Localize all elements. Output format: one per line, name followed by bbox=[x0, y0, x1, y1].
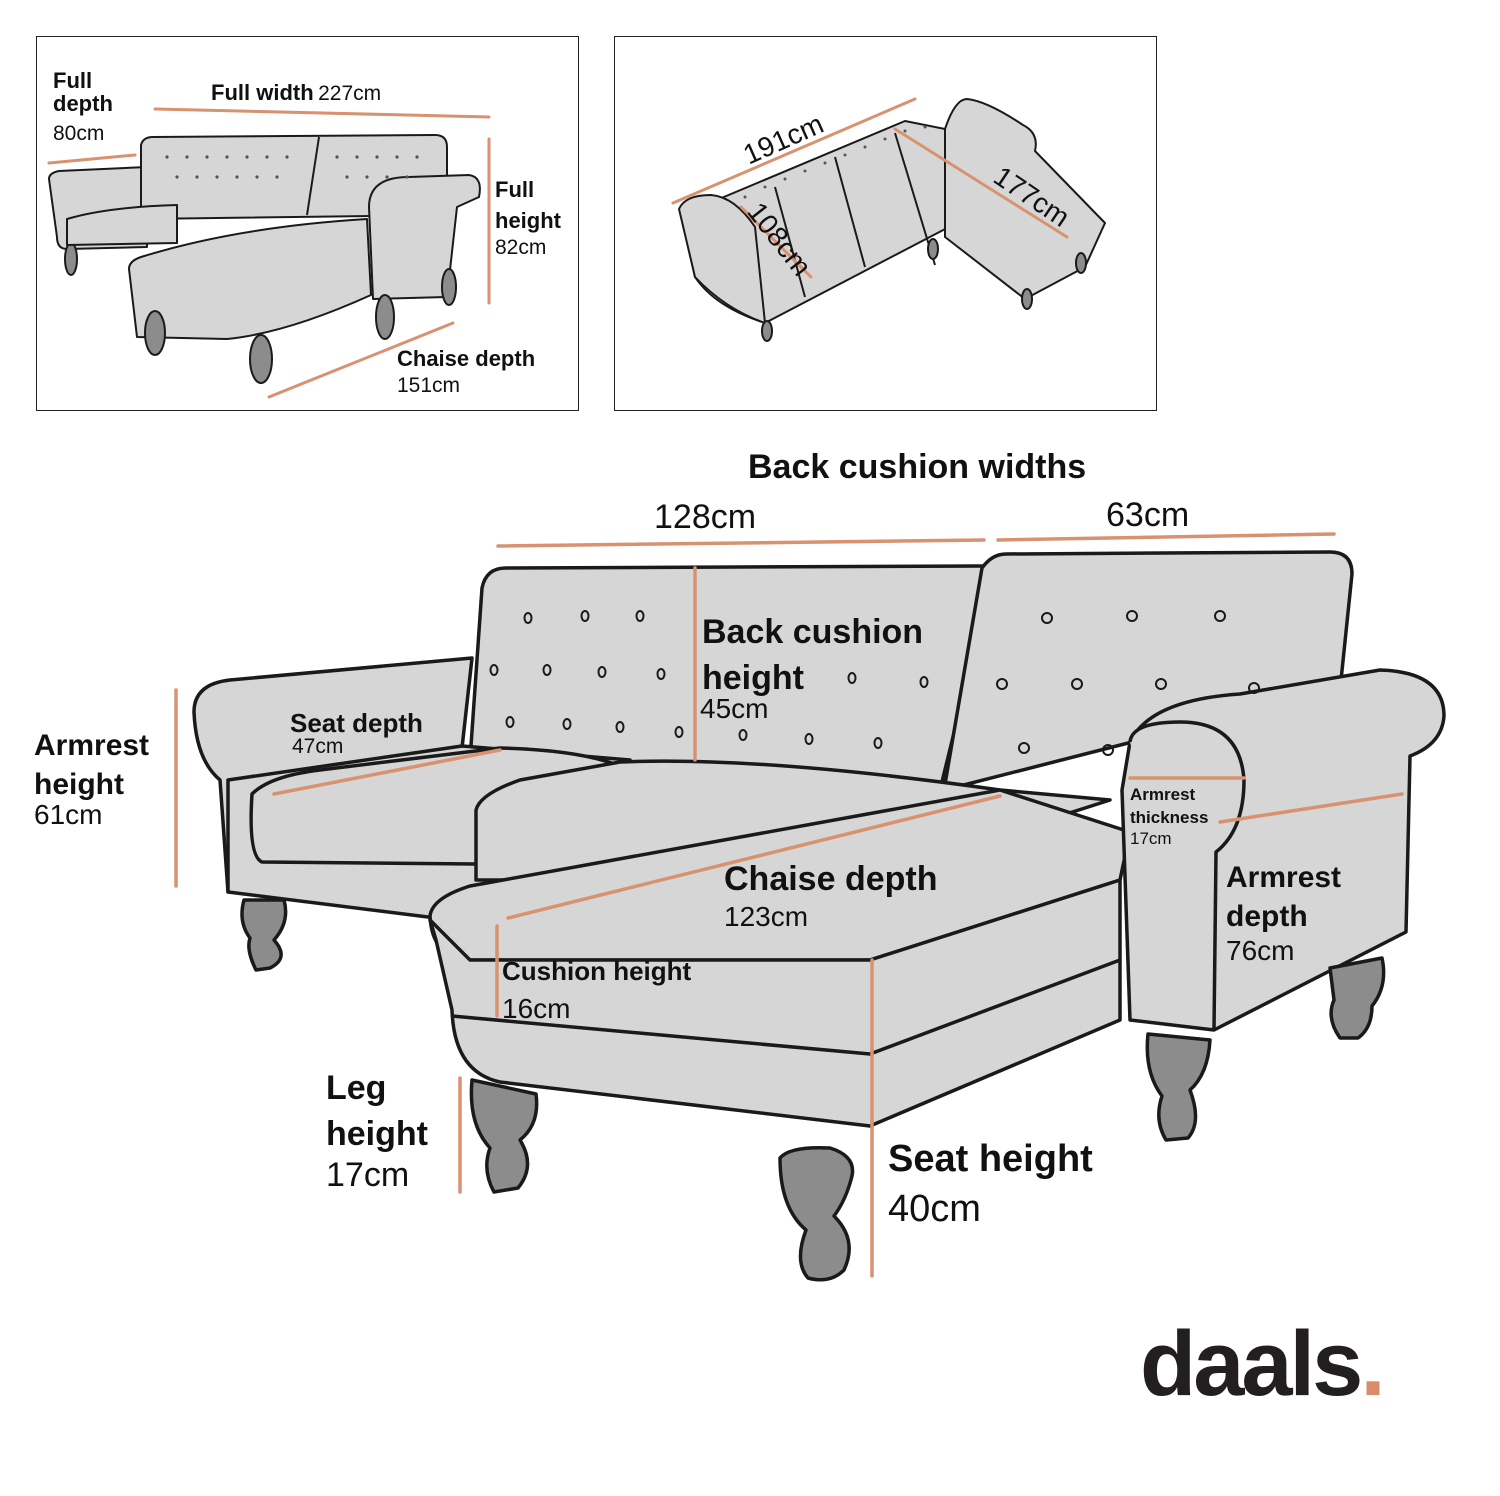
armrest-depth-value: 76cm bbox=[1226, 935, 1295, 966]
cushion-height-value: 16cm bbox=[502, 993, 571, 1024]
full-height-value: 82cm bbox=[495, 236, 547, 259]
back-cushion-right-width: 63cm bbox=[1106, 496, 1190, 534]
full-depth-value: 80cm bbox=[53, 122, 105, 145]
seat-depth-label: Seat depth bbox=[290, 708, 423, 738]
armrest-height-label: Armrest height bbox=[34, 729, 150, 801]
overview-panel: Full depth 80cm Full width 227cm Full he… bbox=[36, 36, 579, 411]
logo-dot: . bbox=[1360, 1313, 1386, 1415]
full-height-label: Full height bbox=[495, 177, 561, 233]
sofa-overview-illustration bbox=[47, 107, 491, 399]
back-cushion-height-value: 45cm bbox=[700, 693, 769, 724]
bed-mode-panel: 191cm 108cm 177cm bbox=[614, 36, 1157, 411]
chaise-depth-value: 151cm bbox=[397, 374, 461, 397]
seat-height-label: Seat height bbox=[888, 1138, 1093, 1180]
armrest-thickness-label: Armrest thickness bbox=[1130, 785, 1209, 827]
full-width-caption: Full width 227cm bbox=[211, 81, 381, 105]
leg-height-value: 17cm bbox=[326, 1156, 410, 1194]
chaise-depth-main-label: Chaise depth bbox=[724, 860, 938, 898]
back-cushion-left-width: 128cm bbox=[654, 498, 757, 536]
full-depth-label: Full depth bbox=[53, 68, 113, 117]
seat-depth-value: 47cm bbox=[292, 735, 344, 758]
back-cushion-height-label: Back cushion height bbox=[702, 613, 924, 697]
daals-logo: daals. bbox=[1140, 1312, 1386, 1417]
back-cushion-widths-title: Back cushion widths bbox=[748, 448, 1087, 486]
full-width-value: 227cm bbox=[318, 82, 382, 105]
cushion-height-label: Cushion height bbox=[502, 956, 692, 986]
armrest-thickness-value: 17cm bbox=[1130, 829, 1172, 848]
full-width-label: Full width bbox=[211, 80, 314, 105]
sofa-bed-illustration bbox=[671, 97, 1106, 342]
armrest-depth-label: Armrest depth bbox=[1226, 861, 1342, 933]
seat-height-value: 40cm bbox=[888, 1188, 981, 1230]
logo-text: daals bbox=[1140, 1313, 1363, 1415]
leg-height-label: Leg height bbox=[326, 1069, 428, 1153]
armrest-height-value: 61cm bbox=[34, 799, 103, 830]
chaise-depth-main-value: 123cm bbox=[724, 901, 809, 932]
chaise-depth-label: Chaise depth bbox=[397, 346, 536, 371]
